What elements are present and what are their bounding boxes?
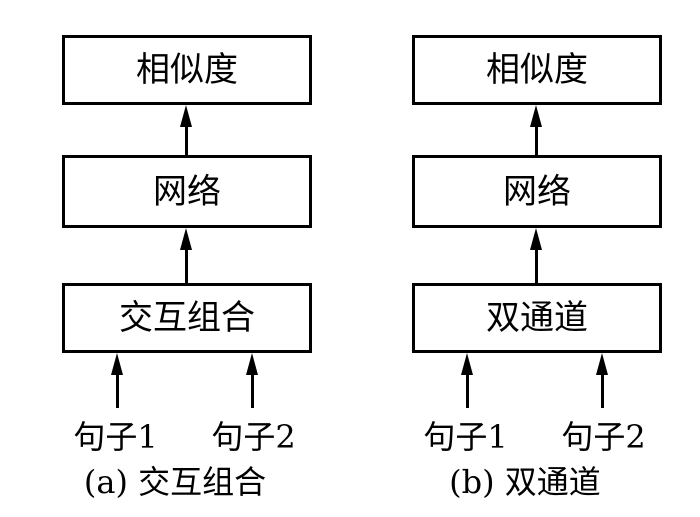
arrow-up-icon xyxy=(180,105,192,127)
arrow-up-icon xyxy=(111,353,123,375)
arrow-sentence1-input-a xyxy=(111,353,124,408)
panel-interactive-combination: 相似度 网络 交互组合 句子1 句子2 (a) 交互组合 xyxy=(0,35,350,501)
box-similarity-b: 相似度 xyxy=(412,35,662,105)
input-label-sentence1-b: 句子1 xyxy=(423,418,508,456)
arrow-up-icon xyxy=(246,353,258,375)
arrow-shaft xyxy=(185,248,188,283)
input-label-sentence1-a: 句子1 xyxy=(73,418,158,456)
arrow-sentence1-input-b xyxy=(461,353,474,408)
arrow-network-to-similarity-b xyxy=(530,105,543,155)
arrow-up-icon xyxy=(461,353,473,375)
box-label-similarity-b: 相似度 xyxy=(486,50,588,90)
arrow-sentence2-input-b xyxy=(596,353,609,408)
box-label-dualchannel-b: 双通道 xyxy=(486,298,588,338)
arrow-sentence2-input-a xyxy=(246,353,259,408)
arrow-combination-to-network-a xyxy=(180,228,193,283)
arrow-network-to-similarity-a xyxy=(180,105,193,155)
arrow-shaft xyxy=(601,373,604,408)
box-network-b: 网络 xyxy=(412,155,662,228)
arrow-up-icon xyxy=(596,353,608,375)
arrow-shaft xyxy=(251,373,254,408)
box-label-combination-a: 交互组合 xyxy=(119,298,255,338)
box-label-similarity-a: 相似度 xyxy=(136,50,238,90)
arrow-shaft xyxy=(116,373,119,408)
input-label-sentence2-b: 句子2 xyxy=(561,418,646,456)
box-label-network-a: 网络 xyxy=(153,171,221,212)
input-label-sentence2-a: 句子2 xyxy=(211,418,296,456)
arrow-shaft xyxy=(185,125,188,155)
arrow-up-icon xyxy=(530,105,542,127)
box-dualchannel-b: 双通道 xyxy=(412,283,662,353)
input-labels-b: 句子1 句子2 xyxy=(350,418,700,458)
box-combination-a: 交互组合 xyxy=(62,283,312,353)
box-label-network-b: 网络 xyxy=(503,171,571,212)
panel-dual-channel: 相似度 网络 双通道 句子1 句子2 (b) 双通道 xyxy=(350,0,700,517)
arrow-shaft xyxy=(466,373,469,408)
box-similarity-a: 相似度 xyxy=(62,35,312,105)
arrow-shaft xyxy=(535,248,538,283)
box-network-a: 网络 xyxy=(62,155,312,228)
panel-caption-a: (a) 交互组合 xyxy=(83,463,267,501)
panel-caption-b: (b) 双通道 xyxy=(449,463,601,501)
arrow-shaft xyxy=(535,125,538,155)
input-labels-a: 句子1 句子2 xyxy=(0,418,350,458)
arrow-up-icon xyxy=(180,228,192,250)
arrow-up-icon xyxy=(530,228,542,250)
arrow-dualchannel-to-network-b xyxy=(530,228,543,283)
